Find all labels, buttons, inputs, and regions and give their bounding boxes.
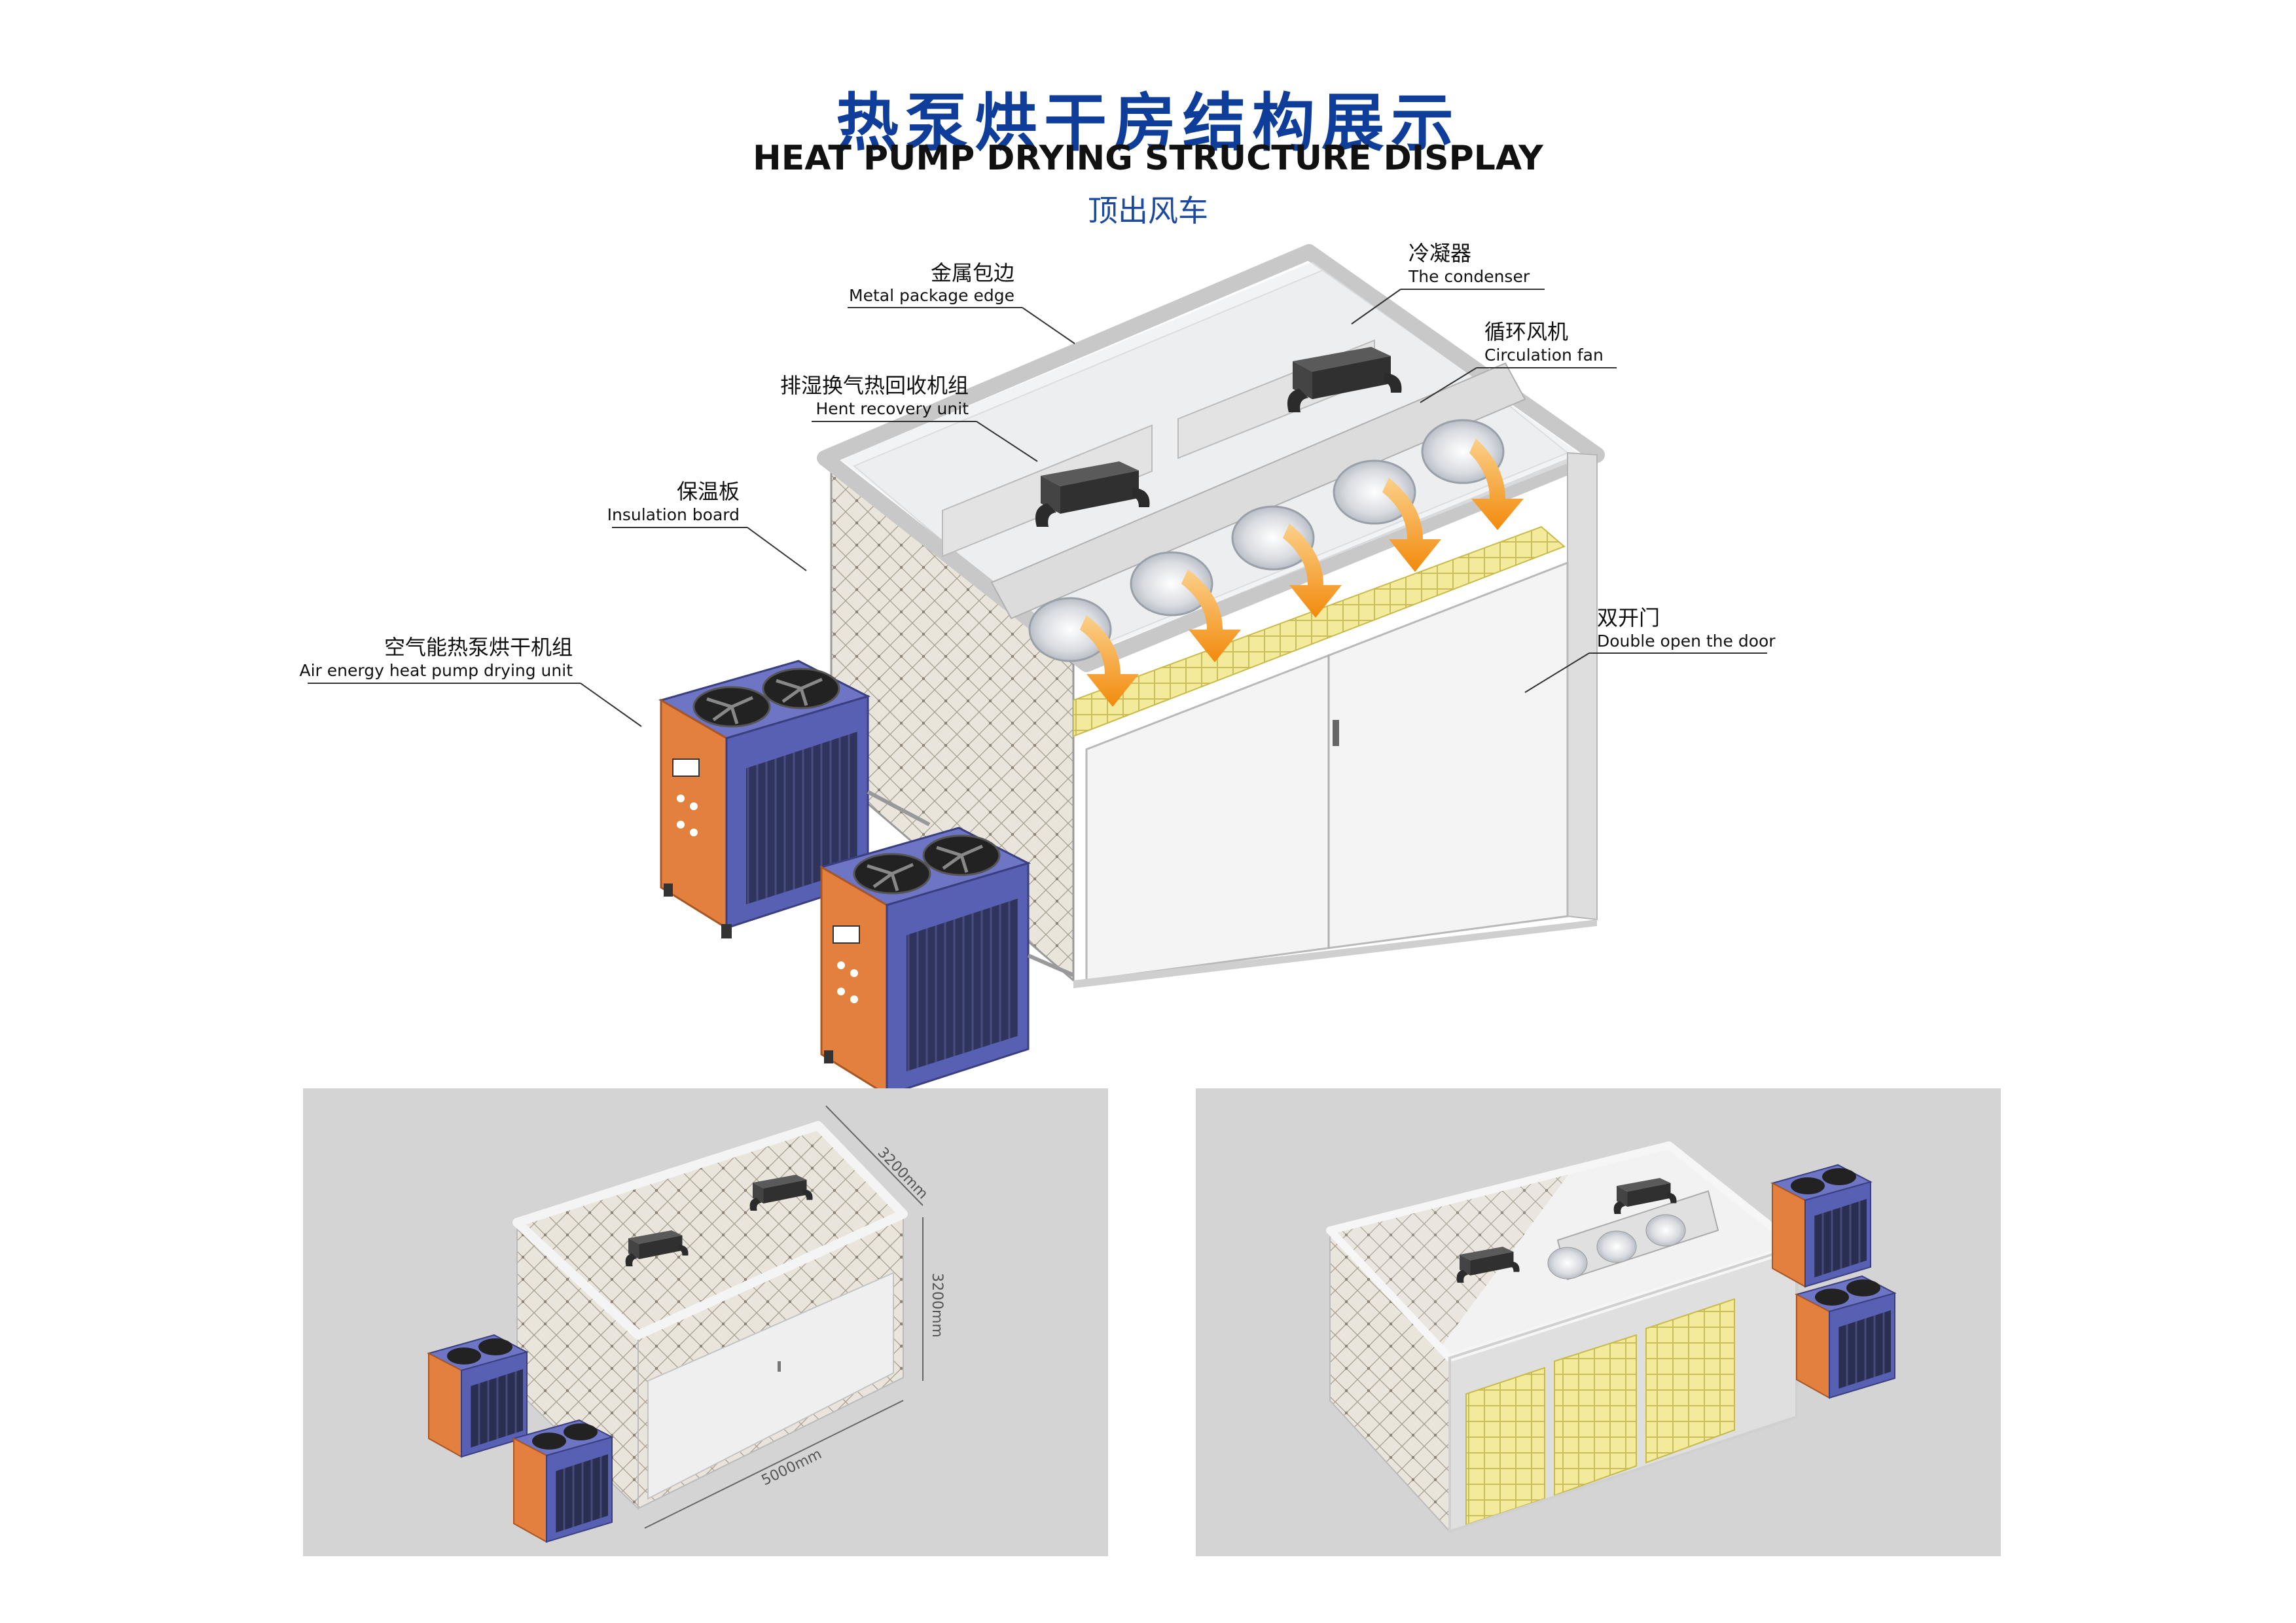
label-insulation-board-en: Insulation board (607, 505, 740, 524)
drying-room-main (661, 244, 1605, 1105)
circulation-fan-row (1028, 419, 1505, 662)
page-title: 热泵烘干房结构展示 (836, 86, 1460, 160)
small-heat-pump-unit-1 (428, 1334, 528, 1457)
fan-icon (1596, 1230, 1637, 1263)
page-subtitle: 顶出风车 (1088, 193, 1208, 228)
fan-icon (1547, 1247, 1588, 1279)
fan-icon (1333, 459, 1416, 525)
label-metal-edge-en: Metal package edge (849, 286, 1014, 305)
dimension-height: 3200mm (929, 1273, 945, 1338)
label-condenser-en: The condenser (1408, 267, 1530, 286)
callout-heat-recovery: 排湿换气热回收机组 Hent recovery unit (780, 373, 1038, 462)
exterior-view-panel: 3200mm 3200mm 5000mm (303, 1088, 1108, 1556)
cutaway-view-panel (1196, 1088, 2001, 1556)
label-circulation-fan-en: Circulation fan (1484, 346, 1604, 365)
small-heat-pump-unit-3 (1772, 1164, 1871, 1287)
fan-icon (1130, 551, 1213, 616)
callout-metal-edge: 金属包边 Metal package edge (848, 260, 1075, 344)
air-heat-pump-unit-2 (821, 828, 1028, 1105)
small-heat-pump-unit-4 (1796, 1275, 1895, 1399)
door-handle-icon (778, 1361, 781, 1372)
page-title-english: HEAT PUMP DRYING STRUCTURE DISPLAY (753, 139, 1543, 178)
callout-circulation-fan: 循环风机 Circulation fan (1420, 319, 1617, 403)
airflow-arrow-icon (1283, 524, 1342, 618)
small-heat-pump-unit-2 (513, 1419, 613, 1543)
airflow-arrows (1080, 438, 1524, 707)
label-heat-recovery-cn: 排湿换气热回收机组 (780, 373, 969, 398)
airflow-arrow-icon (1382, 478, 1441, 572)
fan-icon (1231, 505, 1315, 571)
label-circulation-fan-cn: 循环风机 (1484, 319, 1568, 344)
callout-air-unit: 空气能热泵烘干机组 Air energy heat pump drying un… (300, 635, 642, 727)
fan-icon (1645, 1214, 1686, 1247)
callout-condenser: 冷凝器 The condenser (1351, 241, 1545, 325)
label-heat-recovery-en: Hent recovery unit (816, 399, 969, 418)
callout-insulation-board: 保温板 Insulation board (607, 479, 807, 571)
airflow-arrow-icon (1469, 438, 1524, 530)
door-handle-icon (1333, 720, 1339, 746)
label-insulation-board-cn: 保温板 (677, 479, 740, 504)
callout-double-door: 双开门 Double open the door (1524, 605, 1776, 693)
dimension-line-depth (825, 1105, 924, 1206)
dimension-line-length (644, 1400, 904, 1529)
label-condenser-cn: 冷凝器 (1408, 241, 1471, 266)
fan-icon (1028, 597, 1112, 662)
label-double-door-en: Double open the door (1597, 632, 1776, 651)
label-metal-edge-cn: 金属包边 (931, 260, 1014, 285)
label-air-unit-en: Air energy heat pump drying unit (300, 661, 573, 680)
label-air-unit-cn: 空气能热泵烘干机组 (384, 635, 573, 660)
airflow-arrow-icon (1181, 569, 1241, 662)
label-double-door-cn: 双开门 (1597, 605, 1660, 630)
airflow-arrow-icon (1080, 615, 1139, 707)
